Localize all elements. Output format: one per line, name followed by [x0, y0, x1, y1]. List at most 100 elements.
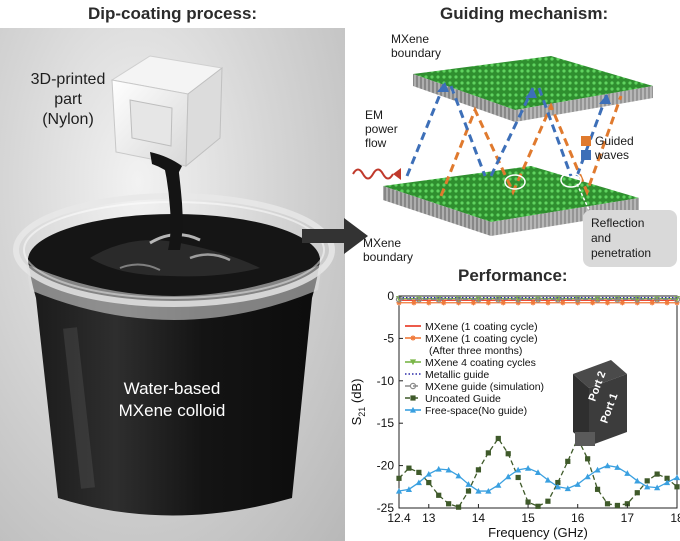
- data-point: [654, 471, 660, 477]
- data-point: [545, 498, 551, 504]
- legend-label: Free-space(No guide): [425, 405, 527, 417]
- bottom-boundary-label: MXene boundary: [363, 236, 413, 264]
- legend-line-2: waves: [595, 148, 630, 162]
- legend-label: MXene (1 coating cycle): [425, 333, 538, 345]
- data-point: [416, 469, 422, 475]
- data-point: [654, 484, 661, 491]
- data-point: [634, 296, 641, 303]
- y-tick-label: -5: [383, 331, 394, 345]
- blue-wave-path: [575, 93, 609, 177]
- data-point: [604, 300, 611, 306]
- data-point: [634, 300, 640, 306]
- top-boundary-label: MXene boundary: [391, 32, 441, 60]
- data-point: [544, 476, 552, 483]
- legend-item: MXene (1 coating cycle)(After three mont…: [405, 333, 538, 357]
- em-wave-icon: [352, 168, 394, 180]
- em-power-flow-label: EM power flow: [365, 108, 398, 150]
- data-point: [435, 465, 442, 472]
- x-axis-label: Frequency (GHz): [488, 525, 588, 540]
- data-point: [555, 479, 561, 486]
- data-point: [534, 296, 542, 303]
- data-point: [495, 296, 502, 303]
- data-point: [594, 466, 601, 473]
- data-point: [575, 300, 581, 306]
- series-line: [398, 436, 678, 508]
- data-point: [574, 481, 581, 487]
- series: [396, 435, 680, 510]
- guiding-mechanism-title: Guiding mechanism:: [440, 4, 609, 23]
- data-point: [415, 479, 422, 486]
- data-point: [425, 470, 432, 477]
- legend-line-1: Guided: [595, 134, 634, 148]
- legend-item: MXene guide (simulation): [405, 381, 544, 393]
- data-point: [644, 483, 651, 490]
- data-point: [590, 300, 596, 306]
- data-point: [663, 479, 671, 486]
- legend-label: MXene (1 coating cycle): [425, 321, 538, 333]
- y-tick-label: -10: [377, 374, 395, 388]
- data-point: [455, 296, 462, 303]
- data-point: [574, 296, 581, 303]
- data-point: [525, 499, 531, 505]
- data-point: [406, 465, 412, 471]
- legend-blue-swatch: [581, 150, 591, 160]
- data-point: [446, 501, 452, 507]
- top-boundary-line-1: MXene: [391, 32, 430, 46]
- mechanism-svg: [352, 56, 653, 236]
- data-point: [465, 481, 472, 487]
- legend-item: Free-space(No guide): [405, 405, 527, 417]
- guided-waves-legend: Guided waves: [595, 134, 634, 162]
- data-point: [396, 475, 402, 481]
- legend-item: Metallic guide: [405, 369, 489, 381]
- top-mxene-slab: [413, 56, 653, 110]
- data-point: [515, 300, 521, 306]
- em-line-1: EM: [365, 108, 383, 122]
- y-tick-label: -15: [377, 416, 395, 430]
- data-point: [396, 300, 402, 306]
- legend-item: Uncoated Guide: [405, 393, 501, 405]
- data-point: [594, 296, 601, 303]
- data-point: [530, 300, 536, 306]
- data-point: [604, 462, 611, 469]
- legend-marker: [409, 406, 417, 413]
- data-point: [614, 502, 621, 509]
- bottom-boundary-line-1: MXene: [363, 236, 402, 250]
- data-point: [455, 300, 462, 306]
- part-label-line-1: 3D-printed: [30, 71, 106, 88]
- colloid-label: Water-based MXene colloid: [92, 378, 252, 422]
- data-point: [584, 473, 591, 480]
- data-point: [674, 484, 680, 490]
- legend-label: Metallic guide: [425, 369, 489, 381]
- data-point: [436, 492, 442, 498]
- data-point: [564, 485, 571, 492]
- data-point: [634, 477, 641, 484]
- series: [395, 296, 680, 303]
- data-point: [674, 300, 680, 306]
- x-tick-label: 12.4: [387, 511, 411, 525]
- x-tick-label: 17: [621, 511, 635, 525]
- data-point: [485, 300, 491, 306]
- data-point: [485, 487, 492, 494]
- data-point: [475, 487, 482, 494]
- data-point: [485, 450, 491, 456]
- callout-line-2: and: [591, 231, 612, 245]
- callout-line-1: Reflection: [591, 216, 645, 230]
- s21-chart-svg: 12.41314151617180-5-10-15-20-25 MXene (1…: [349, 289, 680, 540]
- photo-illustration: [13, 55, 335, 516]
- data-point: [664, 300, 670, 306]
- colloid-label-line-1: Water-based: [123, 379, 221, 398]
- colloid-label-line-2: MXene colloid: [118, 401, 226, 420]
- legend-label: Uncoated Guide: [425, 393, 501, 405]
- data-point: [624, 501, 630, 507]
- flow-arrow-icon: [302, 218, 368, 254]
- part-label-line-2: part: [54, 91, 82, 108]
- waveguide-device-illustration: [573, 360, 627, 446]
- y-tick-label: -20: [377, 459, 395, 473]
- data-point: [614, 296, 621, 303]
- top-boundary-line-2: boundary: [391, 46, 442, 60]
- data-point: [426, 479, 432, 486]
- legend-orange-swatch: [581, 136, 591, 146]
- dip-coating-photo: 3D-printed part (Nylon) Water-based MXen…: [0, 28, 345, 541]
- em-line-2: power: [365, 122, 398, 136]
- data-point: [411, 300, 417, 306]
